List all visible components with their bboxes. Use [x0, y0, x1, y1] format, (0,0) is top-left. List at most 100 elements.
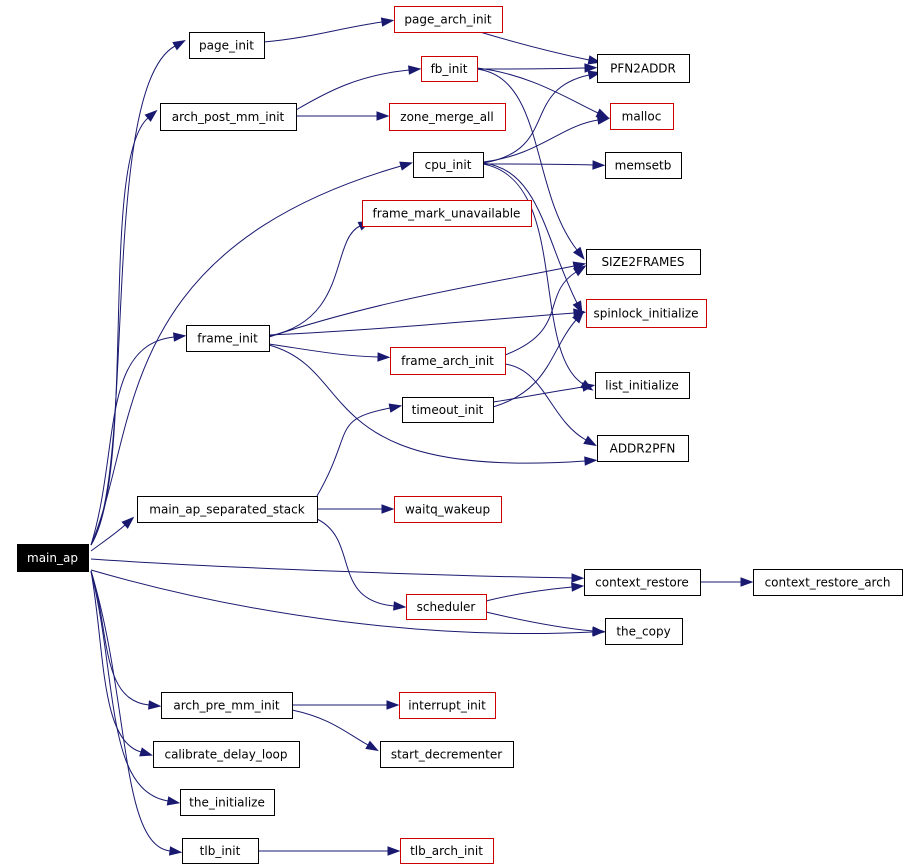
- edge-line: [90, 336, 175, 546]
- node-frame-arch-init[interactable]: frame_arch_init: [390, 347, 506, 375]
- node-frame-mark-unavailable[interactable]: frame_mark_unavailable: [362, 200, 532, 227]
- edge-line: [90, 524, 126, 552]
- arrowhead-icon: [592, 626, 606, 636]
- edge-main_ap_separated_stack-to-waitq_wakeup: [316, 504, 395, 514]
- arrowhead-icon: [571, 573, 585, 583]
- node-box: [584, 569, 701, 596]
- edge-main_ap_separated_stack-to-timeout_init: [316, 403, 403, 497]
- node-spinlock-initialize[interactable]: spinlock_initialize: [586, 299, 707, 328]
- node-label: main_ap: [27, 551, 78, 565]
- node-context-restore[interactable]: context_restore: [584, 569, 701, 596]
- node-start-decrementer[interactable]: start_decrementer: [380, 741, 514, 768]
- node-arch-pre-mm-init[interactable]: arch_pre_mm_init: [161, 692, 293, 719]
- node-size2frames[interactable]: SIZE2FRAMES: [586, 249, 701, 275]
- arrowhead-icon: [387, 846, 401, 856]
- edge-fb_init-to-SIZE2FRAMES: [476, 68, 585, 260]
- node-label: calibrate_delay_loop: [164, 748, 287, 762]
- node-tlb-arch-init[interactable]: tlb_arch_init: [400, 838, 494, 864]
- arrowhead-icon: [587, 70, 602, 80]
- node-box: [137, 496, 318, 523]
- edge-frame_arch_init-to-SIZE2FRAMES: [504, 265, 587, 356]
- edge-line: [476, 67, 599, 114]
- node-addr2pfn[interactable]: ADDR2PFN: [597, 435, 689, 462]
- node-scheduler[interactable]: scheduler: [406, 594, 487, 620]
- node-box: [413, 152, 484, 178]
- edge-line: [476, 68, 578, 251]
- node-box: [586, 299, 707, 328]
- node-box: [605, 618, 683, 645]
- edge-frame_init-to-frame_mark_unavailable: [268, 220, 372, 337]
- arrowhead-icon: [166, 796, 181, 806]
- node-label: context_restore_arch: [765, 576, 891, 590]
- edge-main_ap_separated_stack-to-scheduler: [316, 518, 407, 611]
- edge-timeout_init-to-spinlock_initialize: [492, 310, 585, 408]
- edge-line: [482, 74, 590, 164]
- node-page-arch-init[interactable]: page_arch_init: [394, 6, 503, 33]
- node-label: memsetb: [615, 159, 672, 173]
- edge-page_init-to-page_arch_init: [263, 17, 395, 43]
- edge-line: [485, 611, 594, 632]
- edge-line: [90, 45, 176, 546]
- arrowhead-icon: [144, 109, 158, 122]
- edge-scheduler-to-the_copy: [485, 611, 606, 636]
- node-frame-init[interactable]: frame_init: [186, 325, 270, 352]
- arrowhead-icon: [172, 39, 186, 51]
- edge-main_ap-to-cpu_init: [90, 161, 413, 546]
- arrowhead-icon: [592, 160, 606, 170]
- node-label: fb_init: [431, 62, 468, 76]
- arrowhead-icon: [121, 516, 135, 529]
- node-malloc[interactable]: malloc: [610, 103, 674, 130]
- node-context-restore-arch[interactable]: context_restore_arch: [753, 569, 903, 596]
- node-box: [182, 838, 259, 864]
- node-box: [597, 54, 690, 83]
- node-timeout-init[interactable]: timeout_init: [402, 397, 494, 423]
- edge-main_ap-to-calibrate_delay_loop: [90, 570, 153, 757]
- node-arch-post-mm-init[interactable]: arch_post_mm_init: [160, 103, 297, 131]
- arrowhead-icon: [596, 115, 611, 125]
- arrowhead-icon: [380, 17, 395, 27]
- node-zone-merge-all[interactable]: zone_merge_all: [389, 103, 506, 131]
- edge-arch_pre_mm_init-to-start_decrementer: [291, 709, 379, 752]
- node-label: list_initialize: [605, 379, 679, 393]
- node-main-ap[interactable]: main_ap: [17, 544, 89, 572]
- node-label: PFN2ADDR: [610, 62, 676, 76]
- node-label: ADDR2PFN: [610, 442, 676, 456]
- edge-line: [295, 69, 410, 111]
- node-list-initialize[interactable]: list_initialize: [595, 372, 690, 399]
- node-main-ap-separated-stack[interactable]: main_ap_separated_stack: [137, 496, 318, 523]
- edge-arch_post_mm_init-to-fb_init: [295, 65, 422, 111]
- edge-line: [482, 163, 584, 385]
- edge-line: [90, 570, 142, 753]
- node-calibrate-delay-loop[interactable]: calibrate_delay_loop: [153, 741, 300, 768]
- node-label: page_init: [199, 39, 254, 53]
- edge-line: [492, 319, 577, 408]
- node-label: main_ap_separated_stack: [149, 503, 304, 517]
- node-box: [402, 397, 494, 423]
- node-box: [389, 103, 506, 131]
- edge-line: [482, 119, 599, 163]
- node-waitq-wakeup[interactable]: waitq_wakeup: [394, 496, 502, 523]
- arrowhead-icon: [168, 846, 183, 856]
- node-page-init[interactable]: page_init: [189, 32, 265, 59]
- arrowhead-icon: [583, 435, 597, 447]
- node-box: [161, 692, 293, 719]
- node-label: context_restore: [595, 576, 689, 590]
- node-the-copy[interactable]: the_copy: [605, 618, 683, 645]
- node-the-initialize[interactable]: the_initialize: [180, 789, 275, 816]
- node-tlb-init[interactable]: tlb_init: [182, 838, 259, 864]
- node-cpu-init[interactable]: cpu_init: [413, 152, 484, 178]
- node-label: frame_arch_init: [401, 354, 494, 368]
- node-fb-init[interactable]: fb_init: [421, 56, 478, 82]
- node-label: start_decrementer: [391, 748, 502, 762]
- node-label: the_copy: [616, 625, 670, 639]
- node-box: [421, 56, 478, 82]
- node-label: arch_pre_mm_init: [173, 699, 280, 713]
- node-interrupt-init[interactable]: interrupt_init: [399, 692, 496, 719]
- node-label: frame_mark_unavailable: [373, 207, 521, 221]
- node-pfn2addr[interactable]: PFN2ADDR: [597, 54, 690, 83]
- node-memsetb[interactable]: memsetb: [605, 152, 682, 179]
- edge-line: [263, 21, 383, 43]
- node-box: [160, 103, 297, 131]
